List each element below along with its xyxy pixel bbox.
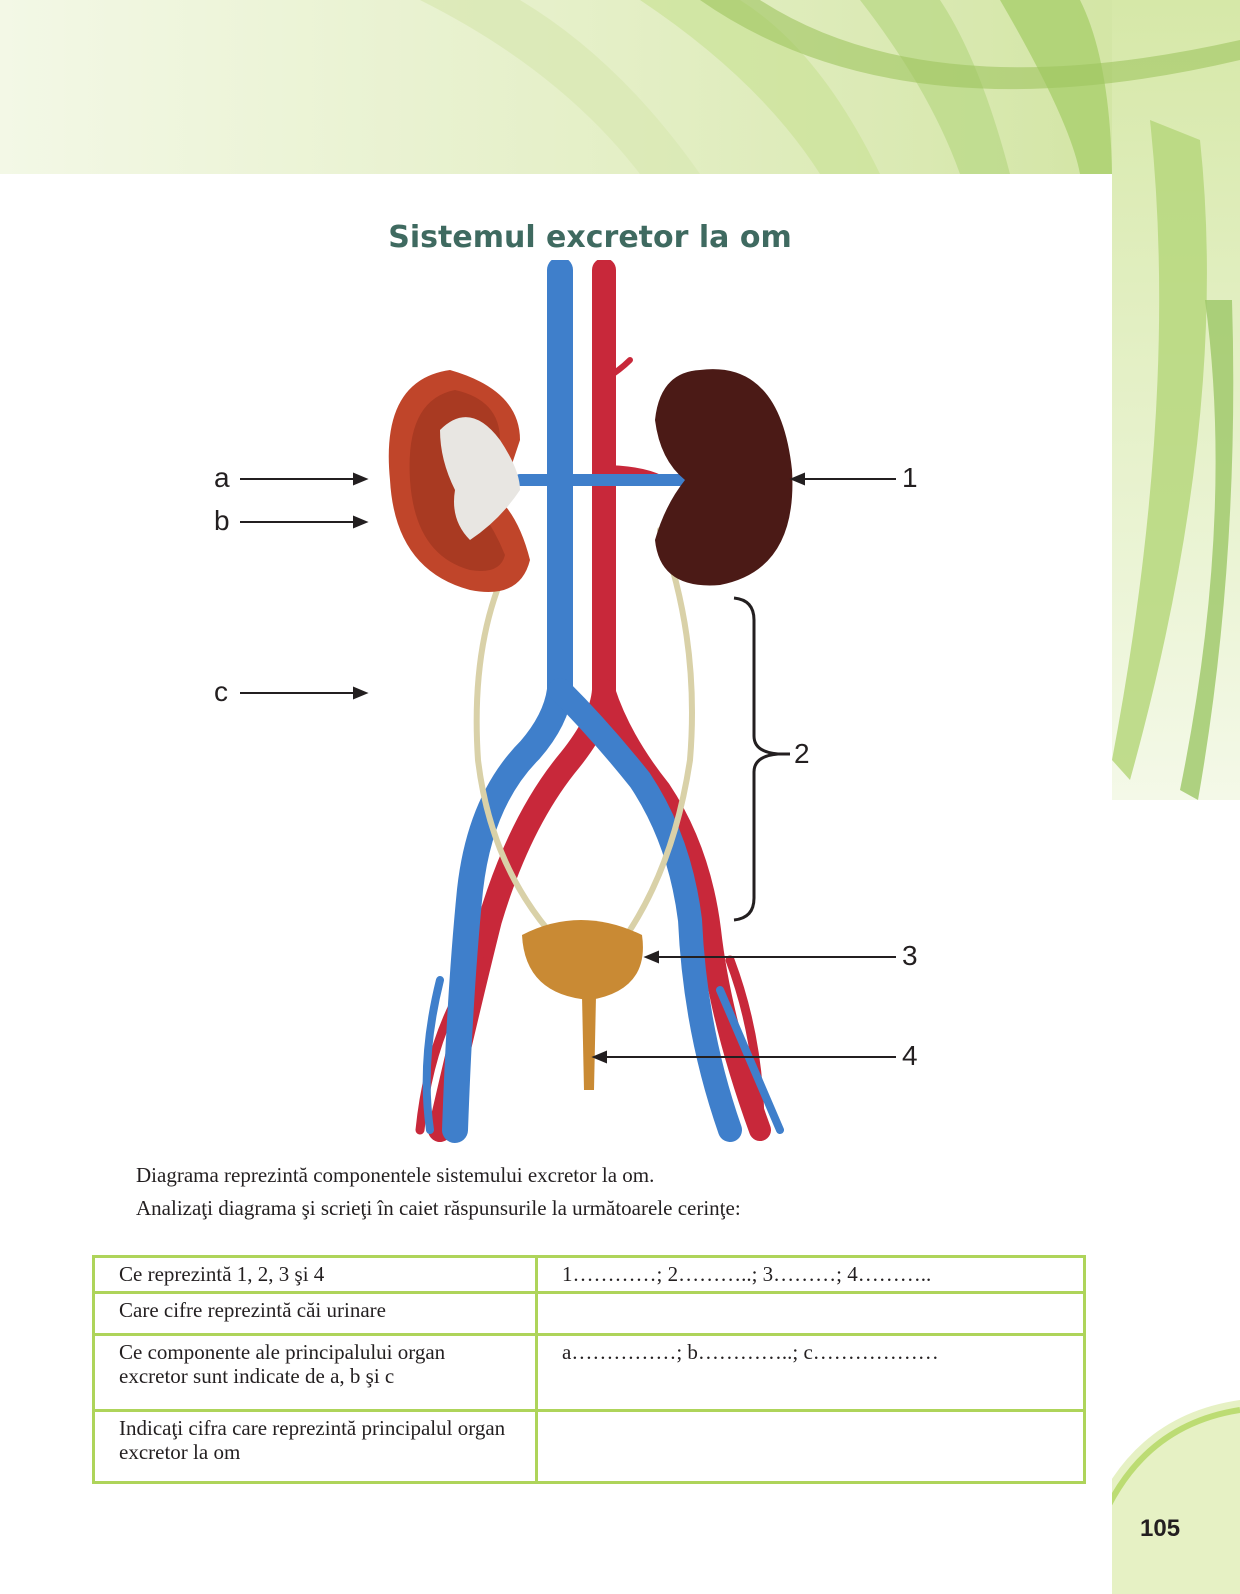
intro-line-2: Analizaţi diagrama şi scrieţi în caiet r…: [136, 1196, 741, 1220]
label-arrows: [240, 472, 896, 1064]
page-number: 105: [1140, 1515, 1181, 1542]
vena-cava-and-veins: [422, 260, 784, 1143]
table-row: Ce componente ale principalului organ ex…: [92, 1333, 1086, 1412]
label-3: 3: [902, 940, 918, 971]
kidney-section: [388, 370, 530, 592]
answer-cell: [535, 1409, 1086, 1484]
page-title: Sistemul excretor la om: [388, 220, 792, 255]
excretory-system-diagram: [240, 260, 896, 1143]
question-table: Ce reprezintă 1, 2, 3 şi 4 1…………; 2………..…: [92, 1255, 1086, 1484]
intro-line-1: Diagrama reprezintă componentele sistemu…: [136, 1163, 655, 1187]
ureters: [473, 527, 695, 933]
answer-cell: a……………; b…………..; c………………: [535, 1333, 1086, 1412]
kidney-whole: [655, 369, 793, 586]
bladder: [522, 920, 643, 1000]
ureter-brace: [733, 596, 779, 922]
table-row: Indicaţi cifra care reprezintă principal…: [92, 1409, 1086, 1484]
table-row: Care cifre reprezintă căi urinare: [92, 1291, 1086, 1336]
question-cell: Indicaţi cifra care reprezintă principal…: [92, 1409, 538, 1484]
table-row: Ce reprezintă 1, 2, 3 şi 4 1…………; 2………..…: [92, 1255, 1086, 1294]
label-b: b: [214, 505, 230, 536]
label-4: 4: [902, 1040, 918, 1071]
answer-cell: [535, 1291, 1086, 1336]
answer-cell: 1…………; 2………..; 3………; 4………..: [535, 1255, 1086, 1294]
label-c: c: [214, 676, 228, 707]
question-cell: Ce componente ale principalului organ ex…: [92, 1333, 538, 1412]
question-cell: Ce reprezintă 1, 2, 3 şi 4: [92, 1255, 538, 1294]
label-a: a: [214, 462, 230, 493]
urethra: [582, 996, 596, 1090]
label-2: 2: [794, 738, 810, 769]
question-cell: Care cifre reprezintă căi urinare: [92, 1291, 538, 1336]
label-1: 1: [902, 462, 918, 493]
